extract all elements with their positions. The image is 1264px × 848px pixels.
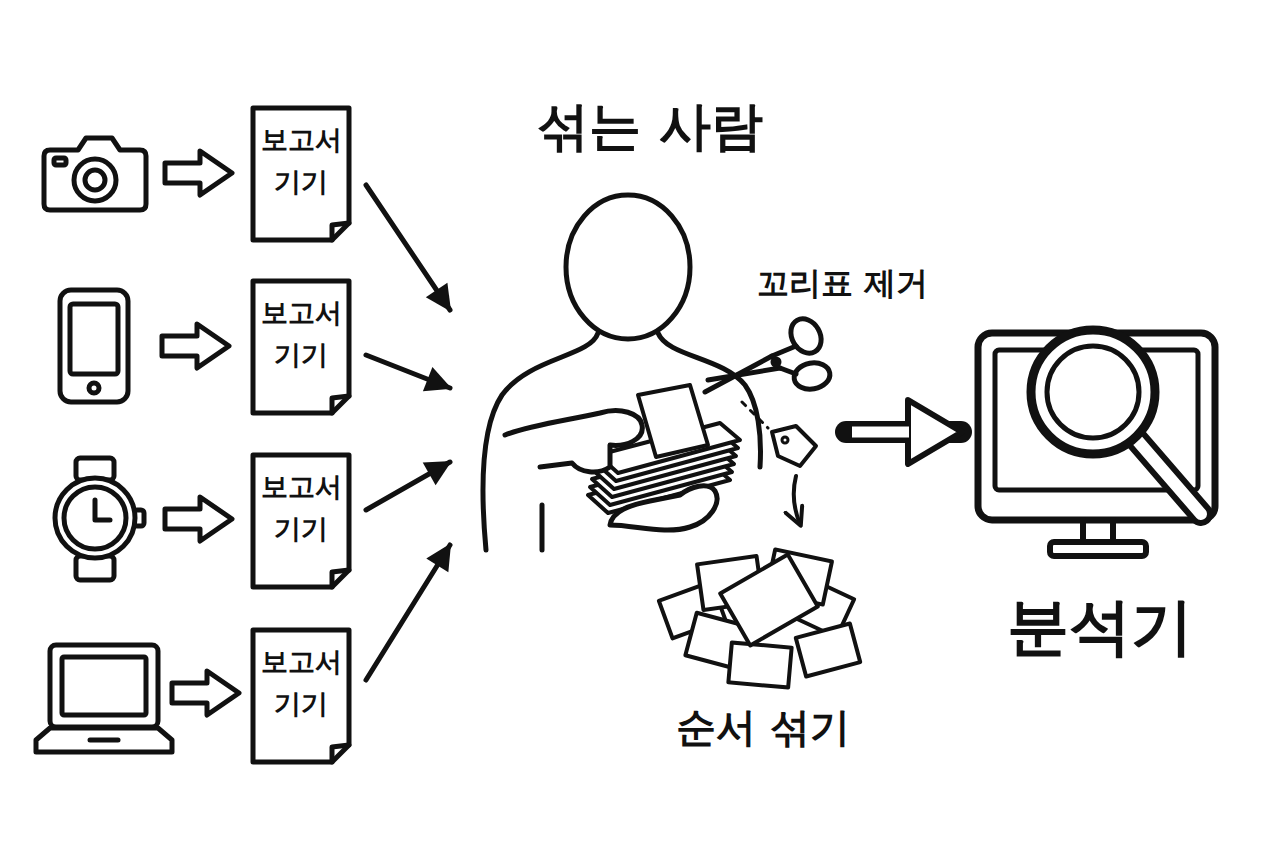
phone-icon bbox=[60, 290, 128, 402]
camera-icon bbox=[44, 138, 146, 210]
tag-icon bbox=[772, 426, 816, 466]
step-label: 꼬리표 제거 bbox=[757, 262, 928, 306]
person-heading: 섞는 사람 bbox=[537, 95, 763, 157]
shuffled-papers bbox=[659, 549, 860, 687]
report-document: 보고서 기기 bbox=[250, 105, 352, 243]
shuffler-person: 섞는 사람 bbox=[460, 95, 840, 560]
report-arrow bbox=[366, 545, 450, 680]
step-label: 순서 섞기 bbox=[676, 700, 850, 755]
down-arrow bbox=[794, 476, 800, 524]
document-text: 보고서 기기 bbox=[250, 641, 352, 725]
report-arrow bbox=[366, 462, 450, 510]
report-document: 보고서 기기 bbox=[250, 627, 352, 765]
person-outline bbox=[460, 95, 840, 560]
block-arrows bbox=[162, 151, 239, 715]
flow-arrow bbox=[846, 421, 961, 443]
monitor-icon bbox=[978, 330, 1215, 556]
report-document: 보고서 기기 bbox=[250, 452, 352, 590]
laptop-icon bbox=[36, 645, 172, 752]
document-text: 보고서 기기 bbox=[250, 466, 352, 550]
report-document: 보고서 기기 bbox=[250, 278, 352, 416]
report-arrow bbox=[366, 355, 450, 388]
analyzer-label: 분석기 bbox=[1007, 590, 1193, 664]
person-silhouette bbox=[483, 195, 760, 550]
report-arrow bbox=[366, 185, 450, 310]
flow-arrow-core bbox=[852, 427, 909, 438]
document-text: 보고서 기기 bbox=[250, 292, 352, 376]
document-text: 보고서 기기 bbox=[250, 119, 352, 203]
watch-icon bbox=[55, 458, 144, 580]
analyzer-monitor: 분석기 bbox=[965, 300, 1235, 672]
